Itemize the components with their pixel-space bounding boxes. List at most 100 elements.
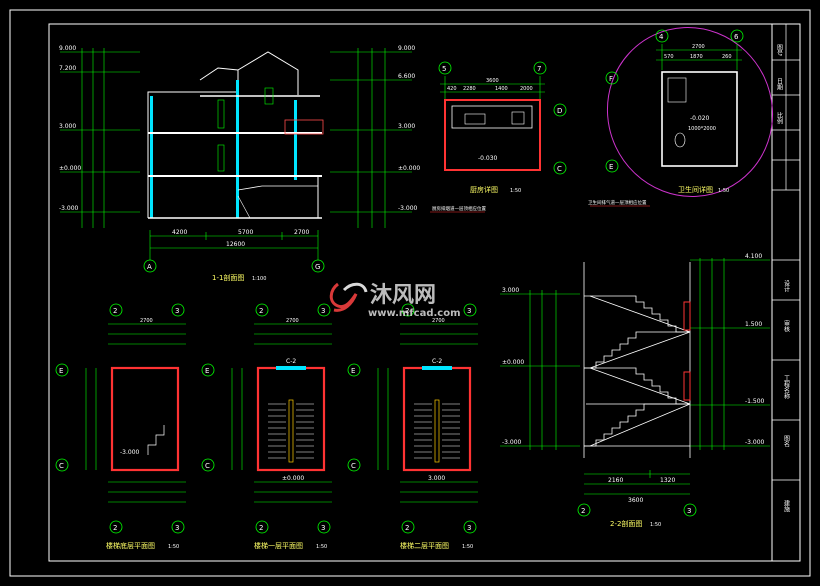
svg-text:C: C bbox=[351, 462, 356, 470]
stair-wall bbox=[110, 366, 180, 472]
section-1-1-building bbox=[147, 51, 324, 219]
section-1-1-left-dims bbox=[60, 48, 140, 228]
svg-text:2: 2 bbox=[113, 307, 117, 315]
level-label: 3.000 bbox=[428, 475, 445, 482]
dimension-text: 2700 bbox=[294, 229, 309, 236]
level-label: 3.000 bbox=[59, 123, 76, 130]
grid-bubble: C bbox=[201, 458, 215, 472]
svg-text:E: E bbox=[205, 367, 209, 375]
grid-bubble: C bbox=[55, 458, 69, 472]
svg-text:F: F bbox=[609, 75, 613, 83]
title-block-cell: 图名 bbox=[783, 435, 790, 448]
svg-text:G: G bbox=[315, 263, 320, 271]
svg-text:A: A bbox=[147, 263, 152, 271]
level-label: -3.000 bbox=[745, 439, 765, 446]
drawing-title: 楼梯一层平面图 bbox=[254, 541, 303, 550]
annotation-note: 卫生间排气道一层顶相应位置 bbox=[588, 199, 647, 206]
stair-treads bbox=[268, 403, 314, 459]
level-label: -3.000 bbox=[120, 449, 140, 456]
svg-text:D: D bbox=[557, 107, 562, 115]
drawing-title: 卫生间详图 bbox=[678, 185, 713, 194]
svg-text:E: E bbox=[351, 367, 355, 375]
svg-text:4: 4 bbox=[659, 33, 664, 41]
section-2-2: 3.000 ±0.000 -3.000 4.100 1.500 -1.500 -… bbox=[500, 253, 770, 528]
bathroom-wall bbox=[661, 71, 738, 167]
dimension-total: 2700 bbox=[692, 44, 705, 50]
drawing-title: 楼梯二层平面图 bbox=[400, 541, 449, 550]
stair-ground-plan: 2 3 2700 -3.000 E C 2 bbox=[55, 303, 186, 550]
dimension-text: 2280 bbox=[463, 86, 476, 92]
drawing-title: 厨房详图 bbox=[470, 185, 498, 194]
grid-bubble: D bbox=[553, 103, 567, 117]
dimension-total: 2700 bbox=[140, 318, 153, 324]
watermark-logo bbox=[329, 282, 368, 312]
annotation-note: 1000*2000 bbox=[688, 126, 716, 132]
level-label: -0.030 bbox=[478, 155, 498, 162]
drawing-scale: 1:50 bbox=[650, 522, 661, 528]
dimension-text: 2000 bbox=[520, 86, 533, 92]
svg-text:2: 2 bbox=[405, 307, 409, 315]
grid-bubble: 7 bbox=[533, 61, 547, 75]
sheet-outer-border bbox=[9, 9, 811, 577]
grid-bubble: 2 bbox=[401, 303, 415, 317]
stair-wall bbox=[256, 366, 326, 472]
dimension-total: 3600 bbox=[486, 78, 499, 84]
title-block: 图号 日期 比例 设计 审核 工程名称 图名 建施 bbox=[771, 23, 801, 562]
title-block-cell: 建施 bbox=[783, 499, 790, 513]
grid-bubble: 2 bbox=[255, 520, 269, 534]
svg-text:2: 2 bbox=[581, 507, 585, 515]
title-block-cell: 日期 bbox=[776, 78, 783, 91]
level-label: ±0.000 bbox=[59, 165, 81, 172]
dimension-text: 570 bbox=[664, 54, 674, 60]
dimension-total: 12600 bbox=[226, 241, 245, 248]
svg-text:2: 2 bbox=[259, 524, 263, 532]
svg-text:2: 2 bbox=[405, 524, 409, 532]
level-label: ±0.000 bbox=[502, 359, 524, 366]
level-label: 9.000 bbox=[59, 45, 76, 52]
grid-bubble: 2 bbox=[255, 303, 269, 317]
grid-bubble: 2 bbox=[577, 503, 591, 517]
title-block-cell: 工程名称 bbox=[783, 375, 790, 400]
watermark-brand: 沐风网 bbox=[370, 283, 436, 308]
watermark-url: www.mfcad.com bbox=[368, 308, 461, 319]
grid-bubble: 4 bbox=[655, 29, 669, 43]
grid-bubble: E bbox=[347, 363, 361, 377]
title-block-cell: 审核 bbox=[783, 319, 790, 333]
svg-text:7: 7 bbox=[537, 65, 541, 73]
svg-text:6: 6 bbox=[734, 33, 739, 41]
grid-bubble: F bbox=[605, 71, 619, 85]
grid-bubble: E bbox=[55, 363, 69, 377]
bathroom-detail: 4 6 2700 570 1870 260 F E -0.020 1000*20… bbox=[588, 27, 774, 207]
highlight-ellipse bbox=[606, 27, 774, 197]
grid-bubble: C bbox=[553, 161, 567, 175]
kitchen-counter bbox=[451, 105, 533, 129]
title-block-cell: 图号 bbox=[776, 44, 783, 57]
grid-bubble: E bbox=[605, 159, 619, 173]
annotation-note: 厨房排烟道一层顶相应位置 bbox=[432, 205, 486, 212]
svg-text:3: 3 bbox=[467, 307, 471, 315]
svg-text:C: C bbox=[557, 165, 562, 173]
grid-bubble: 3 bbox=[171, 520, 185, 534]
grid-bubble: G bbox=[311, 259, 325, 273]
title-block-cell: 设计 bbox=[783, 279, 790, 293]
dimension-text: 420 bbox=[447, 86, 457, 92]
dimension-text: 1320 bbox=[660, 477, 675, 484]
level-label: -0.020 bbox=[690, 115, 710, 122]
svg-text:C: C bbox=[59, 462, 64, 470]
level-label: 4.100 bbox=[745, 253, 762, 260]
drawing-title: 1-1剖面图 bbox=[212, 273, 244, 282]
drawing-scale: 1:50 bbox=[168, 544, 179, 550]
svg-text:5: 5 bbox=[442, 65, 446, 73]
window-tag: C-2 bbox=[432, 358, 442, 365]
level-label: 7.200 bbox=[59, 65, 76, 72]
svg-text:E: E bbox=[609, 163, 613, 171]
dimension-total: 2700 bbox=[286, 318, 299, 324]
section-1-1: 9.000 7.200 3.000 ±0.000 -3.000 9.000 6.… bbox=[59, 45, 420, 282]
section-1-1-bottom-dims bbox=[149, 230, 319, 260]
svg-text:3: 3 bbox=[467, 524, 471, 532]
level-label: ±0.000 bbox=[398, 165, 420, 172]
svg-text:3: 3 bbox=[321, 524, 325, 532]
dimension-text: 260 bbox=[722, 54, 732, 60]
section-2-2-stair bbox=[583, 262, 691, 458]
